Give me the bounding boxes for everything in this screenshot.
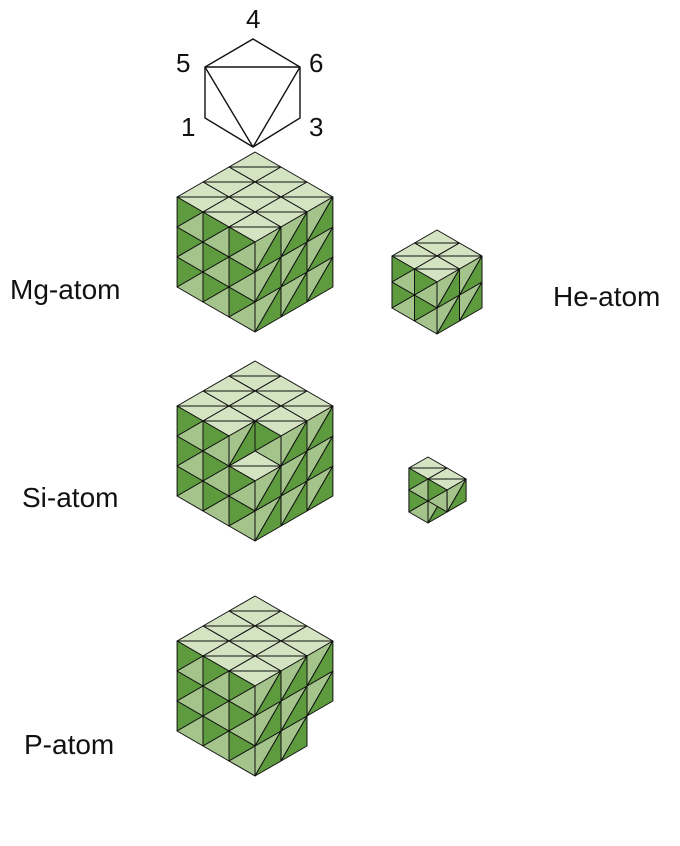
- cube-right-face: [306, 405, 334, 452]
- cube-right-face: [254, 465, 282, 512]
- p-atom-cluster: [176, 595, 334, 777]
- si-atom-label: Si-atom: [22, 482, 118, 513]
- cube-right-face: [280, 211, 308, 258]
- cube-top-face: [408, 456, 448, 469]
- cube-right-face: [280, 655, 308, 702]
- mg-atom-cluster: [176, 151, 334, 333]
- hexagon-diagonal-right: [252, 66, 301, 148]
- cube-right-face: [280, 715, 308, 762]
- vertex-label-3: 3: [309, 112, 323, 142]
- p-atom-label: P-atom: [24, 729, 114, 760]
- cube-right-face: [306, 435, 334, 482]
- cube-right-face: [280, 271, 308, 318]
- cube-right-face: [254, 670, 282, 717]
- cube-top-face: [228, 360, 282, 377]
- mg-atom-label: Mg-atom: [10, 274, 120, 305]
- si-atom-cluster: [176, 360, 467, 542]
- cube-right-face: [306, 465, 334, 512]
- cube-right-face: [254, 730, 282, 777]
- hexagon-outline: [204, 38, 301, 148]
- cube-right-face: [280, 420, 308, 467]
- vertex-label-6: 6: [309, 48, 323, 78]
- vertex-label-1: 1: [181, 112, 195, 142]
- cube-top-face: [228, 151, 282, 168]
- cube-right-face: [306, 256, 334, 303]
- cube-right-face: [459, 255, 483, 296]
- he-atom-label: He-atom: [553, 281, 660, 312]
- cube-right-face: [436, 294, 460, 335]
- cube-right-face: [446, 478, 467, 513]
- cube-right-face: [254, 700, 282, 747]
- cube-right-face: [306, 226, 334, 273]
- cube-right-face: [254, 226, 282, 273]
- cube-right-face: [280, 241, 308, 288]
- cube-top-face: [228, 595, 282, 612]
- cube-right-face: [459, 281, 483, 322]
- cube-right-face: [436, 268, 460, 309]
- cube-right-face: [306, 196, 334, 243]
- hexagon-diagonal-left: [204, 66, 254, 148]
- he-atom-cluster: [391, 229, 483, 335]
- cube-top-face: [414, 229, 460, 244]
- cube-right-face: [254, 286, 282, 333]
- cube-right-face: [280, 450, 308, 497]
- cube-right-face: [280, 685, 308, 732]
- cube-right-face: [306, 640, 334, 687]
- vertex-label-4: 4: [246, 4, 260, 34]
- cube-right-face: [280, 480, 308, 527]
- cube-right-face: [254, 256, 282, 303]
- cube-right-face: [306, 670, 334, 717]
- cube-right-face: [254, 495, 282, 542]
- vertex-label-5: 5: [176, 48, 190, 78]
